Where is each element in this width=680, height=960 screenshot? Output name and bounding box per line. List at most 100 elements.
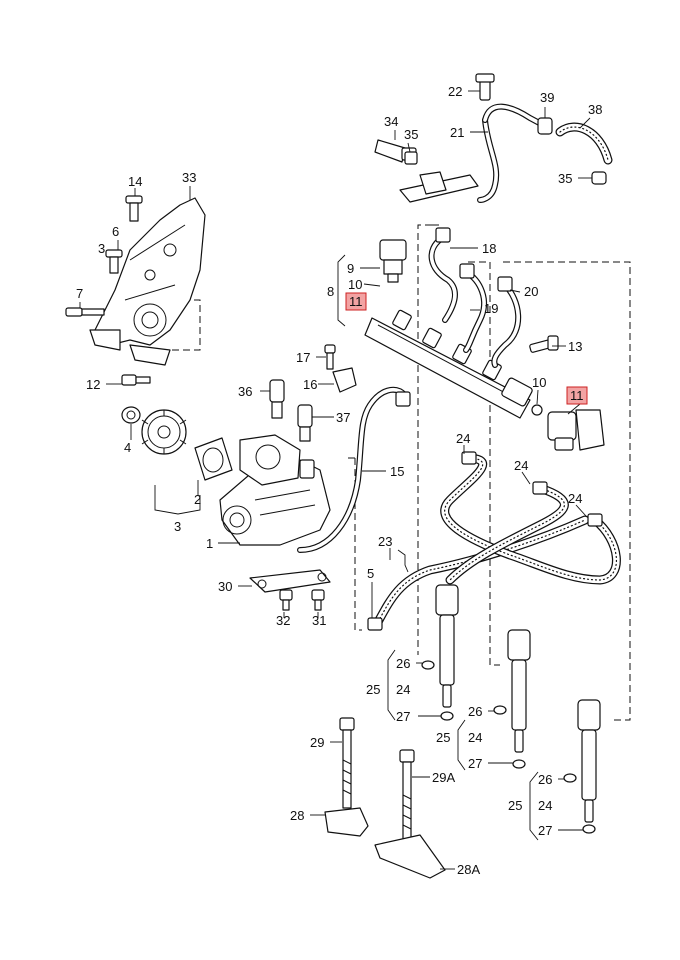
part-15-pipe bbox=[297, 386, 411, 553]
label-8: 8 bbox=[327, 284, 334, 299]
label-2: 2 bbox=[194, 492, 201, 507]
label-24-a: 24 bbox=[456, 431, 470, 446]
label-22: 22 bbox=[448, 84, 462, 99]
part-14-bolt bbox=[125, 195, 143, 222]
injector-1 bbox=[421, 584, 459, 721]
label-27-a: 27 bbox=[396, 709, 410, 724]
part-28-clamp bbox=[324, 807, 369, 837]
label-27-b: 27 bbox=[468, 756, 482, 771]
label-26-b: 26 bbox=[468, 704, 482, 719]
part-35-clamp bbox=[404, 151, 607, 185]
part-17-bolt bbox=[324, 344, 336, 370]
label-4: 4 bbox=[124, 440, 131, 455]
label-15: 15 bbox=[390, 464, 404, 479]
part-30-bracket bbox=[249, 569, 331, 593]
label-3-b: 3 bbox=[174, 519, 181, 534]
injector-3 bbox=[563, 699, 601, 834]
label-16: 16 bbox=[303, 377, 317, 392]
leader-lines bbox=[79, 90, 592, 870]
label-3-a: 3 bbox=[98, 241, 105, 256]
label-38: 38 bbox=[588, 102, 602, 117]
label-24-d: 24 bbox=[396, 682, 410, 697]
label-1: 1 bbox=[206, 536, 213, 551]
part-7-bolt bbox=[65, 307, 105, 317]
part-16-clip bbox=[332, 367, 357, 393]
label-13: 13 bbox=[568, 339, 582, 354]
part-29a-bolt bbox=[399, 749, 415, 843]
hose-connectors bbox=[367, 451, 603, 631]
label-33: 33 bbox=[182, 170, 196, 185]
label-28a: 28A bbox=[457, 862, 480, 877]
part-28a-clamp bbox=[374, 834, 446, 879]
label-10-b: 10 bbox=[532, 375, 546, 390]
part-37-connector bbox=[297, 404, 313, 442]
label-30: 30 bbox=[218, 579, 232, 594]
part-23-return-hose bbox=[373, 515, 590, 627]
label-24-e: 24 bbox=[468, 730, 482, 745]
part-21-pipe-bracket bbox=[399, 103, 548, 203]
part-18-pipe bbox=[428, 227, 458, 323]
label-25-b: 25 bbox=[436, 730, 450, 745]
label-34: 34 bbox=[384, 114, 398, 129]
label-25-a: 25 bbox=[366, 682, 380, 697]
label-23: 23 bbox=[378, 534, 392, 549]
callout-labels: 22 39 38 21 34 35 35 14 33 6 3 7 12 18 9… bbox=[76, 84, 602, 877]
label-39: 39 bbox=[540, 90, 554, 105]
label-25-c: 25 bbox=[508, 798, 522, 813]
part-39-clip bbox=[537, 117, 553, 135]
part-6-bolt bbox=[105, 249, 123, 274]
group-brackets bbox=[154, 254, 539, 841]
part-31-bolt bbox=[311, 589, 325, 611]
part-12-bolt bbox=[121, 374, 151, 386]
label-18: 18 bbox=[482, 241, 496, 256]
label-31: 31 bbox=[312, 613, 326, 628]
injector-2 bbox=[493, 629, 531, 769]
part-8-fuel-rail bbox=[364, 309, 533, 419]
part-29-bolt bbox=[339, 717, 355, 809]
label-17: 17 bbox=[296, 350, 310, 365]
part-2-hub bbox=[194, 437, 233, 481]
part-4-seal bbox=[121, 406, 141, 424]
part-22-bolt bbox=[475, 73, 495, 101]
label-35-a: 35 bbox=[404, 127, 418, 142]
label-11-a: 11 bbox=[349, 294, 363, 309]
part-38-hose bbox=[555, 122, 613, 165]
label-7: 7 bbox=[76, 286, 83, 301]
label-29: 29 bbox=[310, 735, 324, 750]
highlight-box-11-b bbox=[566, 386, 588, 405]
label-19: 19 bbox=[484, 301, 498, 316]
label-10-a: 10 bbox=[348, 277, 362, 292]
label-26-a: 26 bbox=[396, 656, 410, 671]
label-12: 12 bbox=[86, 377, 100, 392]
part-1-fuel-pump bbox=[219, 434, 331, 546]
label-29a: 29A bbox=[432, 770, 455, 785]
label-11-b: 11 bbox=[570, 388, 584, 403]
part-36-connector bbox=[269, 379, 285, 419]
label-27-c: 27 bbox=[538, 823, 552, 838]
part-32-bolt bbox=[279, 589, 293, 611]
part-11-pressure-valve bbox=[531, 404, 605, 451]
label-20: 20 bbox=[524, 284, 538, 299]
part-33-timing-cover bbox=[89, 197, 206, 366]
label-28: 28 bbox=[290, 808, 304, 823]
part-9-pressure-sensor bbox=[379, 239, 407, 283]
label-24-c: 24 bbox=[568, 491, 582, 506]
label-32: 32 bbox=[276, 613, 290, 628]
part-3-gear bbox=[141, 409, 187, 455]
highlight-box-11-a bbox=[345, 292, 367, 311]
label-37: 37 bbox=[336, 410, 350, 425]
label-9: 9 bbox=[347, 261, 354, 276]
part-24-hose-a bbox=[440, 453, 621, 585]
label-6: 6 bbox=[112, 224, 119, 239]
label-5: 5 bbox=[367, 566, 374, 581]
part-13-bolt bbox=[529, 335, 559, 353]
part-20-pipe bbox=[491, 276, 522, 368]
part-19-pipe bbox=[459, 263, 487, 353]
label-35-b: 35 bbox=[558, 171, 572, 186]
label-26-c: 26 bbox=[538, 772, 552, 787]
label-21: 21 bbox=[450, 125, 464, 140]
label-24-b: 24 bbox=[514, 458, 528, 473]
label-36: 36 bbox=[238, 384, 252, 399]
